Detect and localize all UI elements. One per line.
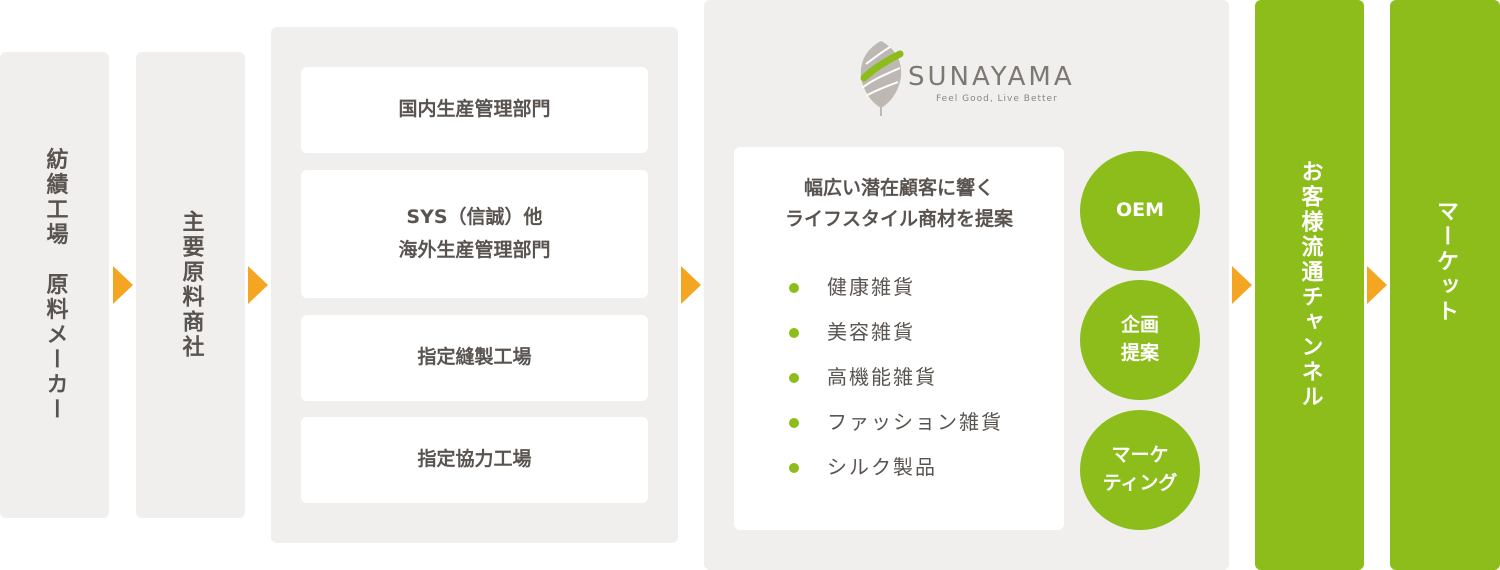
product-item: ファッション雑貨 [789, 400, 1003, 445]
stage-spinning-mills: 紡績工場 原料メーカー [0, 52, 109, 518]
proposal-headline-line2: ライフスタイル商材を提案 [784, 208, 1013, 231]
flow-arrow-2 [248, 266, 268, 304]
service-label-line1: マーケ [1111, 444, 1169, 467]
sunayama-brand: SUNAYAMA [908, 62, 1075, 92]
stage-trading-companies: 主要原料商社 [136, 52, 245, 518]
stage-spinning-mills-label: 紡績工場 原料メーカー [42, 147, 68, 423]
proposal-card: 幅広い潜在顧客に響く ライフスタイル商材を提案 健康雑貨 美容雑貨 高機能雑貨 … [734, 147, 1064, 530]
sunayama-logo: SUNAYAMA Feel Good, Live Better [856, 38, 1086, 118]
service-label-line2: ティング [1102, 472, 1178, 494]
sunayama-tagline: Feel Good, Live Better [936, 94, 1058, 104]
stage-distribution-channel: お客様流通チャンネル [1255, 0, 1364, 570]
service-planning: 企画 提案 [1080, 280, 1200, 400]
product-item: 美容雑貨 [789, 310, 1003, 355]
leaf-logo-icon [860, 41, 904, 116]
production-item: SYS（信誠）他 海外生産管理部門 [301, 170, 648, 298]
service-label: OEM [1115, 199, 1165, 222]
flow-arrow-5 [1367, 266, 1387, 304]
production-item: 指定縫製工場 [301, 315, 648, 401]
service-label-line2: 提案 [1120, 342, 1159, 364]
service-label-line1: 企画 [1120, 314, 1159, 337]
production-panel: 国内生産管理部門 SYS（信誠）他 海外生産管理部門 指定縫製工場 指定協力工場 [271, 27, 678, 543]
service-oem: OEM [1080, 151, 1200, 271]
flow-arrow-4 [1232, 266, 1252, 304]
service-marketing: マーケ ティング [1080, 410, 1200, 530]
production-item: 指定協力工場 [301, 417, 648, 503]
product-item: 高機能雑貨 [789, 355, 1003, 400]
stage-market-label: マーケット [1433, 199, 1458, 325]
stage-trading-companies-label: 主要原料商社 [178, 210, 204, 360]
product-item: 健康雑貨 [789, 265, 1003, 310]
production-item-line1: 指定協力工場 [417, 448, 532, 471]
stage-distribution-channel-label: お客様流通チャンネル [1297, 160, 1323, 410]
proposal-headline: 幅広い潜在顧客に響く ライフスタイル商材を提案 [734, 173, 1064, 236]
flow-arrow-1 [113, 266, 133, 304]
sunayama-panel: SUNAYAMA Feel Good, Live Better 幅広い潜在顧客に… [704, 0, 1229, 570]
product-item: シルク製品 [789, 445, 1003, 490]
product-list: 健康雑貨 美容雑貨 高機能雑貨 ファッション雑貨 シルク製品 [789, 265, 1003, 490]
stage-market: マーケット [1390, 0, 1500, 570]
production-item: 国内生産管理部門 [301, 67, 648, 153]
proposal-headline-line1: 幅広い潜在顧客に響く [803, 177, 994, 199]
production-item-line1: 国内生産管理部門 [398, 98, 551, 121]
production-item-line2: 海外生産管理部門 [398, 239, 551, 261]
flow-arrow-3 [681, 266, 701, 304]
production-item-line1: 指定縫製工場 [417, 346, 532, 369]
production-item-line1: SYS（信誠）他 [406, 205, 543, 228]
